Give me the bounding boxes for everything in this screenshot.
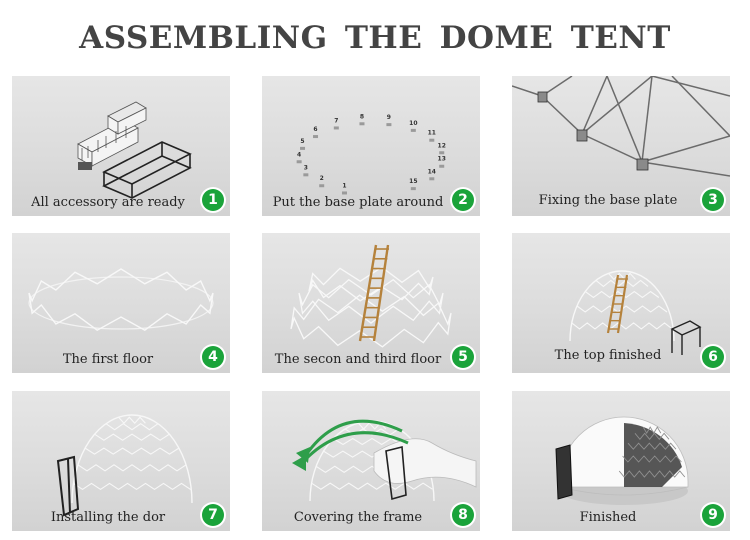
base-plate [429,177,435,181]
dome-strut-row [84,447,180,455]
dome-strut-row [634,432,670,441]
base-plate-number: 8 [360,113,364,120]
step-panel-9: Finished 9 [512,391,730,531]
step-number-badge: 4 [202,346,224,368]
frame-strut-ring [290,294,452,348]
base-plate [410,128,416,132]
accessories-illustration [77,101,192,199]
dome-strut-row [627,442,677,450]
page-title: ASSEMBLING THE DOME TENT [79,20,671,56]
base-plate-number: 12 [438,142,446,149]
base-plate-number: 3 [304,164,308,171]
step-number-badge: 6 [702,346,724,368]
base-plate [333,126,339,130]
base-plate [429,138,435,142]
step-panel-3: Fixing the base plate 3 [512,76,730,216]
base-plate-number: 6 [313,126,317,133]
second-third-floor-illustration [290,244,452,348]
base-plate-number: 9 [387,114,391,121]
dome-strut-row [77,464,187,472]
step-number-badge: 8 [452,504,474,526]
dome-strut-row [311,482,433,490]
dome-strut-row [595,279,649,288]
step-panel-8: Covering the frame 8 [262,391,480,531]
base-plate-number: 15 [409,178,417,185]
step-panel-7: Installing the dor 7 [12,391,230,531]
base-plate [319,184,325,188]
step-number-badge: 3 [702,189,724,211]
base-plate [410,187,416,191]
base-plate-number: 4 [297,151,301,158]
step-caption: The top finished [554,348,662,363]
dome-strut-row [105,423,159,431]
step-number-badge: 7 [202,504,224,526]
frame-strut-ring [308,266,434,302]
base-plate [359,122,365,126]
step-caption: Finished [579,510,637,525]
dome-strut-row [584,290,660,299]
covering-frame-illustration [292,419,477,502]
base-plate-fixing-illustration [512,76,730,177]
base-plate [439,151,445,155]
dome-strut-row [571,322,673,330]
base-plate-number: 13 [438,156,446,163]
frame-strut-ring [298,278,444,324]
base-plate-number: 10 [409,120,417,127]
step-number-badge: 5 [452,346,474,368]
step-caption: Put the base plate around [272,195,444,210]
finished-dome-illustration [555,416,689,505]
dome-strut-row [622,455,682,463]
step-number-badge: 2 [452,189,474,211]
step-panel-1: All accessory are ready 1 [12,76,230,216]
base-plate [300,146,306,150]
step-caption: Fixing the base plate [538,193,678,208]
dome-strut-row [642,426,662,434]
step-panel-5: The secon and third floor 5 [262,233,480,373]
first-floor-illustration [28,268,214,332]
dome-strut-row [618,470,686,478]
dome-strut-row [118,416,146,425]
base-plate [439,164,445,168]
dome-strut-row [73,482,191,491]
step-caption: Covering the frame [293,510,423,525]
dome-strut-row [608,272,636,281]
step-caption: The secon and third floor [274,352,442,367]
step-panel-4: The first floor 4 [12,233,230,373]
base-plate [341,191,347,195]
base-plate-number: 1 [342,182,346,189]
base-plate-number: 7 [334,117,338,124]
base-plate-number: 2 [320,175,324,182]
step-number-badge: 9 [702,504,724,526]
base-plate [303,173,309,177]
dome-strut-row [94,433,170,441]
step-caption: Installing the dor [50,510,166,525]
step-caption: The first floor [62,352,154,367]
base-plate [296,160,302,164]
step-panel-6: The top finished 6 [512,233,730,373]
base-plate [313,135,319,139]
step-caption: All accessory are ready [31,195,185,210]
base-plate-number: 14 [428,168,436,175]
base-plate-number: 5 [300,138,304,145]
top-finished-illustration [569,270,702,355]
step-number-badge: 1 [202,189,224,211]
base-plate-number: 11 [428,130,436,137]
base-plate [386,123,392,127]
frame-strut-ring [28,268,214,332]
door-install-illustration [56,414,193,517]
